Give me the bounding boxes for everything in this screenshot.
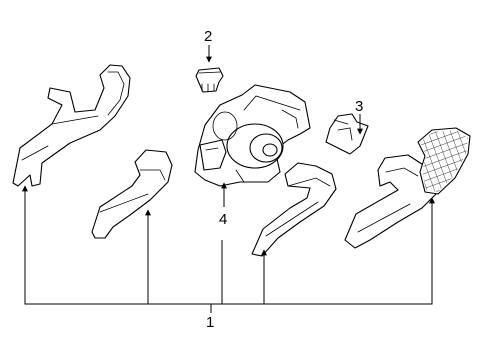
duct-center-right xyxy=(251,162,337,257)
blower-motor-part-4 xyxy=(194,84,311,187)
duct-center-left xyxy=(91,149,173,239)
leader-lines-callout-1 xyxy=(22,185,435,313)
bracket-part-3 xyxy=(325,113,369,155)
duct-left xyxy=(12,64,131,187)
callout-3: 3 xyxy=(355,98,363,115)
connector-part-2 xyxy=(195,67,224,93)
duct-right xyxy=(344,127,471,249)
callout-4: 4 xyxy=(219,211,227,228)
callout-2: 2 xyxy=(204,28,212,45)
callout-1: 1 xyxy=(206,314,214,331)
